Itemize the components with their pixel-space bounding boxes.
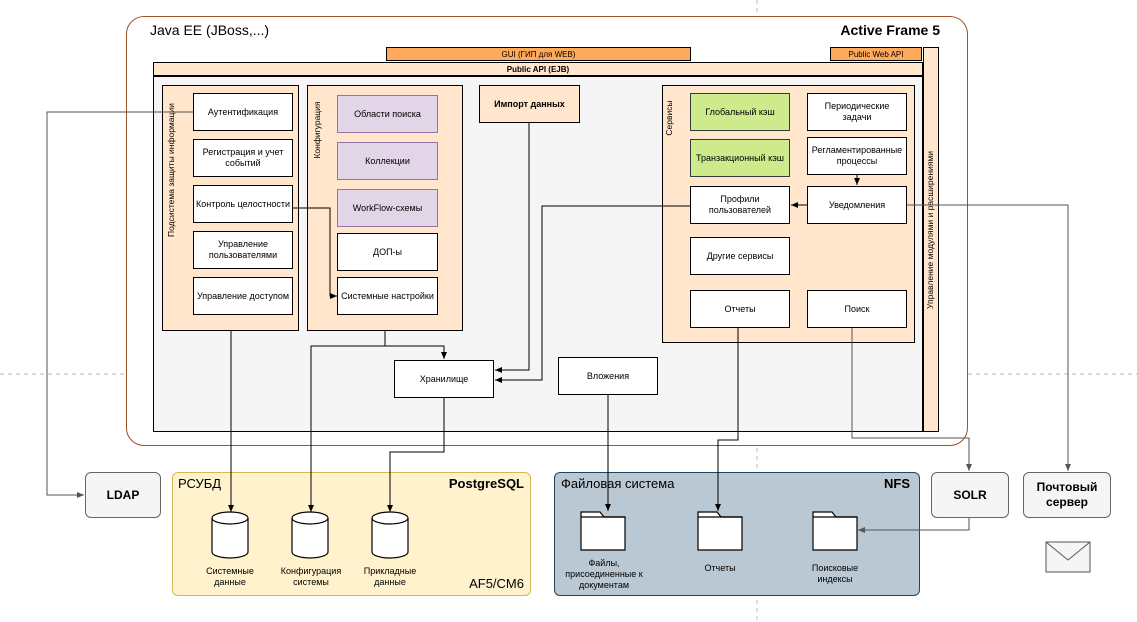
auth-ldap-connector [46,111,193,498]
db-config-icon [291,511,329,559]
workflow-box: WorkFlow-схемы [337,189,438,227]
search-service-box: Поиск [807,290,907,328]
config-storage-connector [384,331,447,359]
fs-title: Файловая система [561,476,675,491]
trans-cache-box: Транзакционный кэш [690,139,790,177]
attachments-box: Вложения [558,357,658,395]
notify-box: Уведомления [807,186,907,224]
envelope-icon [1045,541,1091,573]
config-db-connector [308,345,385,512]
fs-indexes-folder-icon [812,511,858,551]
profiles-storage-connector [495,205,690,383]
public-api-bar: Public API (EJB) [153,62,923,76]
fs-brand: NFS [884,476,910,491]
fs-files-folder-icon [580,511,626,551]
integrity-box: Контроль целостности [193,185,293,223]
other-services-box: Другие сервисы [690,237,790,275]
solr-box: SOLR [931,472,1009,518]
solr-indexes-connector [858,518,970,533]
storage-box: Хранилище [394,360,494,398]
search-solr-connector [851,328,972,471]
global-cache-box: Глобальный кэш [690,93,790,131]
public-web-api-bar: Public Web API [830,47,922,61]
db-system-data-icon [211,511,249,559]
search-areas-box: Области поиска [337,95,438,133]
collections-box: Коллекции [337,142,438,180]
user-mgmt-box: Управление пользователями [193,231,293,269]
fs-indexes-label: Поисковые индексы [811,563,859,584]
db-app-data-icon [371,511,409,559]
notify-mail-connector [907,204,1071,471]
periodic-box: Периодические задачи [807,93,907,131]
gui-bar: GUI (ГИП для WEB) [386,47,691,61]
db-brand: PostgreSQL [448,476,524,491]
fs-reports-folder-icon [697,511,743,551]
container-brand: Active Frame 5 [840,22,940,38]
container-title: Java EE (JBoss,...) [150,22,270,38]
db-title: РСУБД [178,476,222,491]
modules-bar [923,47,939,432]
import-box: Импорт данных [479,85,580,123]
db-config-label: Конфигурация системы [280,566,342,587]
reports-service-box: Отчеты [690,290,790,328]
reglament-box: Регламентированные процессы [807,137,907,175]
profiles-box: Профили пользователей [690,186,790,224]
import-storage-connector [495,123,530,373]
fs-files-label: Файлы, присоединенные к документам [565,558,643,590]
audit-box: Регистрация и учет событий [193,139,293,177]
reports-fs-connector [715,328,739,511]
db-footer: AF5/CM6 [469,576,524,591]
db-app-data-label: Прикладные данные [363,566,417,587]
ldap-box: LDAP [85,472,161,518]
storage-db-connector [387,398,445,512]
dop-box: ДОП-ы [337,233,438,271]
access-mgmt-box: Управление доступом [193,277,293,315]
fs-reports-label: Отчеты [704,563,736,573]
system-settings-box: Системные настройки [337,277,438,315]
integrity-settings-connector [293,207,337,299]
auth-box: Аутентификация [193,93,293,131]
db-system-data-label: Системные данные [206,566,254,587]
mail-server-box: Почтовый сервер [1023,472,1111,518]
